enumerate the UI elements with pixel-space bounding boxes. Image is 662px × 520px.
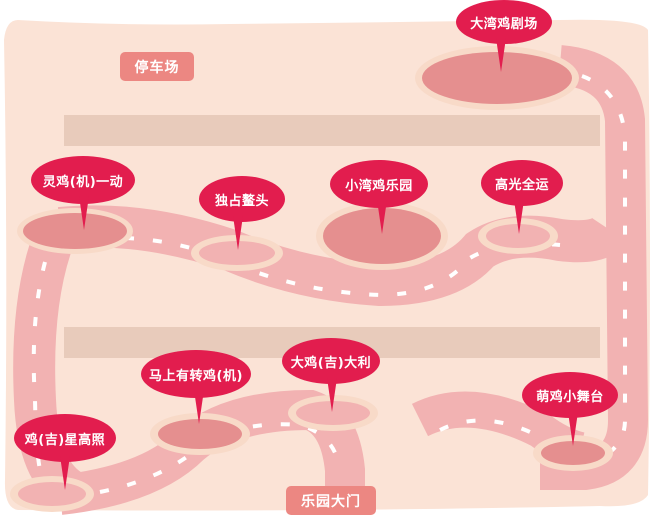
park-gate-badge[interactable]: 乐园大门 (286, 486, 376, 515)
building-bar-top (64, 115, 600, 146)
pin-label: 大鸡(吉)大利 (282, 338, 380, 384)
pin-label: 大湾鸡剧场 (456, 0, 552, 44)
spots (10, 46, 613, 512)
pin-pointer-icon (327, 378, 337, 412)
pin-pointer-icon (377, 200, 387, 234)
pin-pointer-icon (60, 456, 70, 490)
pin-pointer-icon (514, 200, 524, 234)
parking-lot-badge[interactable]: 停车场 (120, 52, 194, 81)
pin-label: 高光全运 (481, 160, 563, 206)
pin-label: 鸡(吉)星高照 (14, 414, 116, 462)
pin-label: 独占鳌头 (199, 176, 285, 222)
pin-label: 萌鸡小舞台 (522, 372, 618, 418)
pin-label: 马上有转鸡(机) (141, 350, 251, 398)
road-dashes (31, 74, 627, 494)
pin-pointer-icon (194, 390, 204, 424)
pin-pointer-icon (233, 216, 243, 250)
pin-pointer-icon (496, 38, 506, 72)
pin-pointer-icon (79, 196, 89, 230)
pin-pointer-icon (568, 412, 578, 446)
